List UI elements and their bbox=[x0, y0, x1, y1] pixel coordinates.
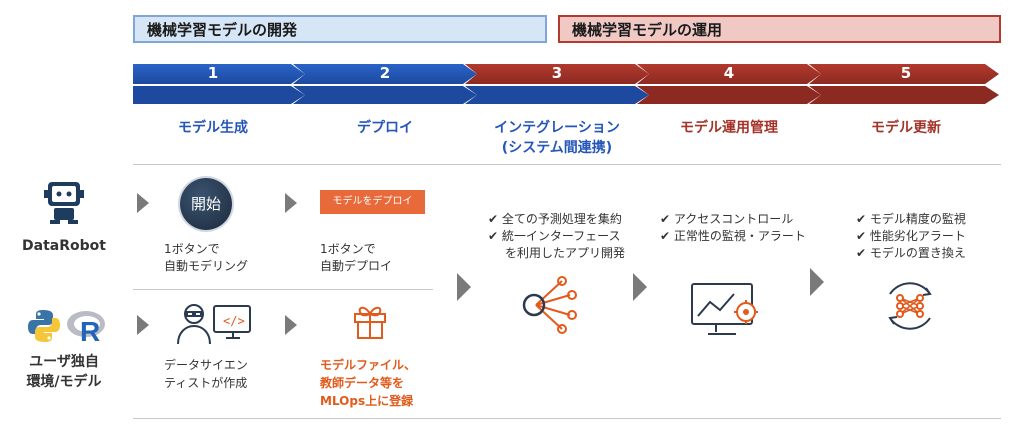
arrow-user-2 bbox=[285, 315, 297, 335]
ops-check-2: ✔ 正常性の監視・アラート bbox=[660, 229, 806, 243]
step-2-number: 2 bbox=[379, 64, 391, 82]
step-4-number: 4 bbox=[723, 64, 735, 82]
step-5-label: モデル更新 bbox=[871, 120, 941, 136]
step-1-number: 1 bbox=[207, 64, 219, 82]
start-button[interactable]: 開始 bbox=[180, 178, 232, 230]
arrow-to-integration bbox=[457, 273, 471, 301]
arrow-dr-2 bbox=[285, 193, 297, 213]
chevron-1-top bbox=[133, 64, 305, 84]
integration-check-2b: を利用したアプリ開発 bbox=[505, 246, 626, 260]
process-chevron-bar bbox=[133, 64, 999, 104]
separator-top bbox=[133, 164, 1001, 165]
phase-ops-header: 機械学習モデルの運用 bbox=[558, 15, 1001, 43]
step-3-number: 3 bbox=[551, 64, 563, 82]
chevron-4-top bbox=[637, 64, 821, 84]
arrow-user-1 bbox=[137, 315, 149, 335]
neural-cycle-icon bbox=[888, 282, 932, 330]
arrow-to-update bbox=[810, 268, 824, 296]
row-label-user-line2: 環境/モデル bbox=[26, 374, 102, 390]
user-deploy-line3: MLOps上に登録 bbox=[320, 394, 414, 408]
update-check-2: ✔ 性能劣化アラート bbox=[856, 229, 966, 243]
chevron-1-bottom bbox=[133, 86, 305, 104]
step-3-label-line2: (システム間連携) bbox=[501, 140, 613, 156]
dr-gen-line1: 1ボタンで bbox=[164, 242, 220, 256]
step-3-label-line1: インテグレーション bbox=[494, 120, 620, 136]
chevron-5-bottom bbox=[809, 86, 999, 104]
step-2-label: デプロイ bbox=[357, 120, 413, 136]
gift-icon bbox=[354, 306, 386, 339]
network-hub-icon bbox=[522, 276, 577, 334]
dr-gen-line2: 自動モデリング bbox=[164, 259, 249, 273]
arrow-dr-1 bbox=[137, 193, 149, 213]
dr-deploy-line1: 1ボタンで bbox=[320, 242, 376, 256]
monitoring-screen-icon bbox=[691, 283, 758, 335]
separator-middle bbox=[133, 289, 433, 290]
phase-dev-header: 機械学習モデルの開発 bbox=[133, 15, 547, 43]
user-deploy-line2: 教師データ等を bbox=[320, 376, 405, 390]
chevron-2-top bbox=[293, 64, 477, 84]
integration-check-1: ✔ 全ての予測処理を集約 bbox=[488, 212, 622, 226]
step-5-number: 5 bbox=[900, 64, 912, 82]
r-logo-icon: R bbox=[67, 311, 105, 344]
chevron-4-bottom bbox=[637, 86, 821, 104]
user-deploy-line1: モデルファイル、 bbox=[320, 358, 417, 372]
row-label-datarobot: DataRobot bbox=[22, 238, 106, 254]
integration-check-2: ✔ 統一インターフェース bbox=[488, 229, 621, 243]
chevron-2-bottom bbox=[293, 86, 477, 104]
python-logo-icon bbox=[28, 310, 60, 342]
arrow-to-ops bbox=[633, 273, 647, 301]
deploy-model-button[interactable]: モデルをデプロイ bbox=[320, 190, 425, 214]
step-4-label: モデル運用管理 bbox=[680, 120, 778, 136]
update-check-1: ✔ モデル精度の監視 bbox=[856, 212, 966, 226]
user-gen-line2: ティストが作成 bbox=[164, 376, 248, 390]
chevron-3-bottom bbox=[465, 86, 649, 104]
update-check-3: ✔ モデルの置き換え bbox=[856, 246, 966, 260]
chevron-5-top bbox=[809, 64, 999, 84]
data-scientist-icon: </> bbox=[177, 304, 251, 345]
separator-bottom bbox=[133, 418, 1001, 419]
user-gen-line1: データサイエン bbox=[164, 358, 248, 372]
step-1-label: モデル生成 bbox=[178, 120, 248, 136]
svg-text:R: R bbox=[80, 316, 100, 344]
dr-deploy-line2: 自動デプロイ bbox=[320, 259, 393, 273]
robot-icon bbox=[44, 182, 84, 224]
row-label-user-line1: ユーザ独自 bbox=[29, 354, 99, 370]
svg-text:</>: </> bbox=[223, 314, 245, 328]
chevron-3-top bbox=[465, 64, 649, 84]
ops-check-1: ✔ アクセスコントロール bbox=[660, 212, 794, 226]
